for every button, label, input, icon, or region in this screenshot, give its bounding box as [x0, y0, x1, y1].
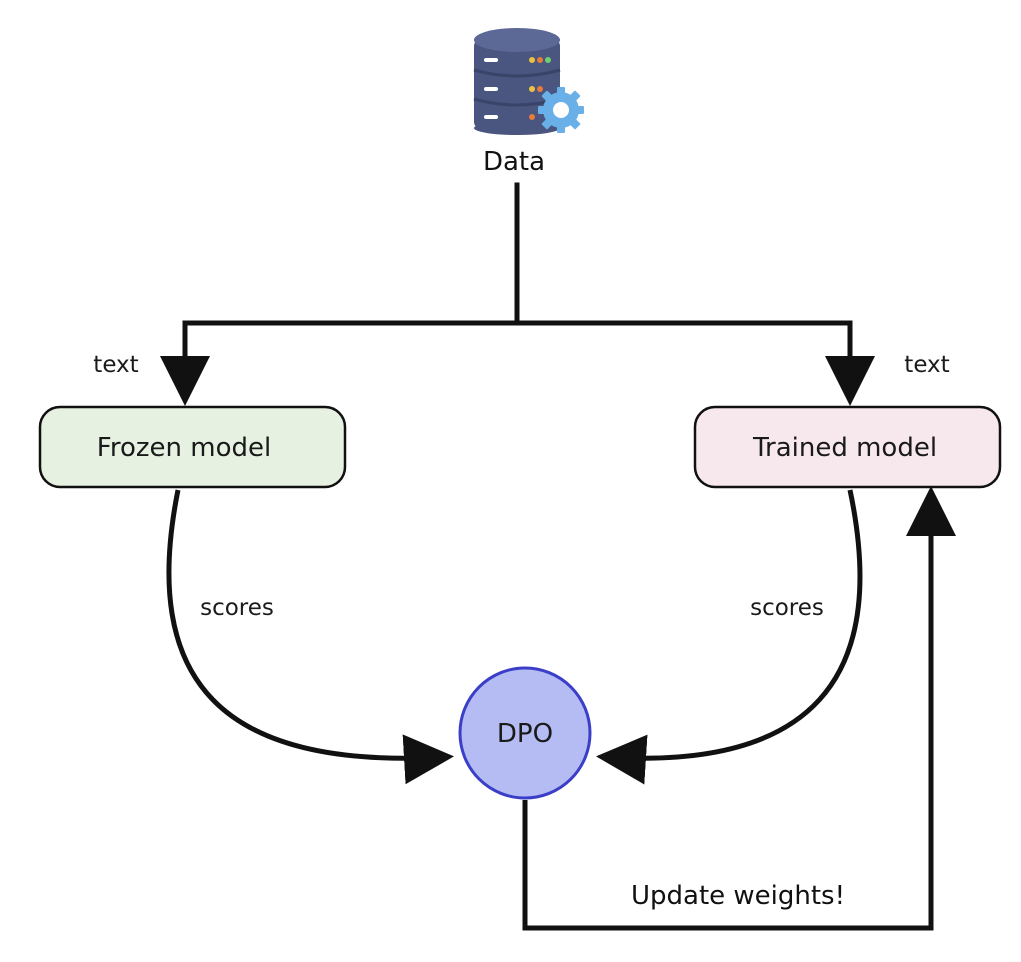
- arrow-update-weights: [522, 486, 956, 931]
- data-source-label: Data: [483, 147, 545, 177]
- dpo-node: DPO: [458, 666, 592, 800]
- edge-label-text-right: text: [904, 352, 949, 378]
- edge-label-scores-right: scores: [750, 595, 824, 621]
- arrow-trained-to-dpo: [596, 489, 863, 785]
- frozen-model-node: Frozen model: [38, 405, 347, 489]
- gear-icon: [538, 87, 584, 133]
- arrow-frozen-to-dpo: [166, 489, 454, 785]
- frozen-model-label: Frozen model: [97, 433, 271, 463]
- edge-label-text-left: text: [93, 352, 138, 378]
- dpo-label: DPO: [497, 719, 553, 749]
- update-weights-label: Update weights!: [631, 881, 845, 911]
- data-split-connector: [182, 182, 853, 326]
- trained-model-node: Trained model: [693, 405, 1002, 489]
- edge-label-scores-left: scores: [200, 595, 274, 621]
- trained-model-label: Trained model: [752, 433, 937, 463]
- database-gear-icon: [473, 28, 584, 135]
